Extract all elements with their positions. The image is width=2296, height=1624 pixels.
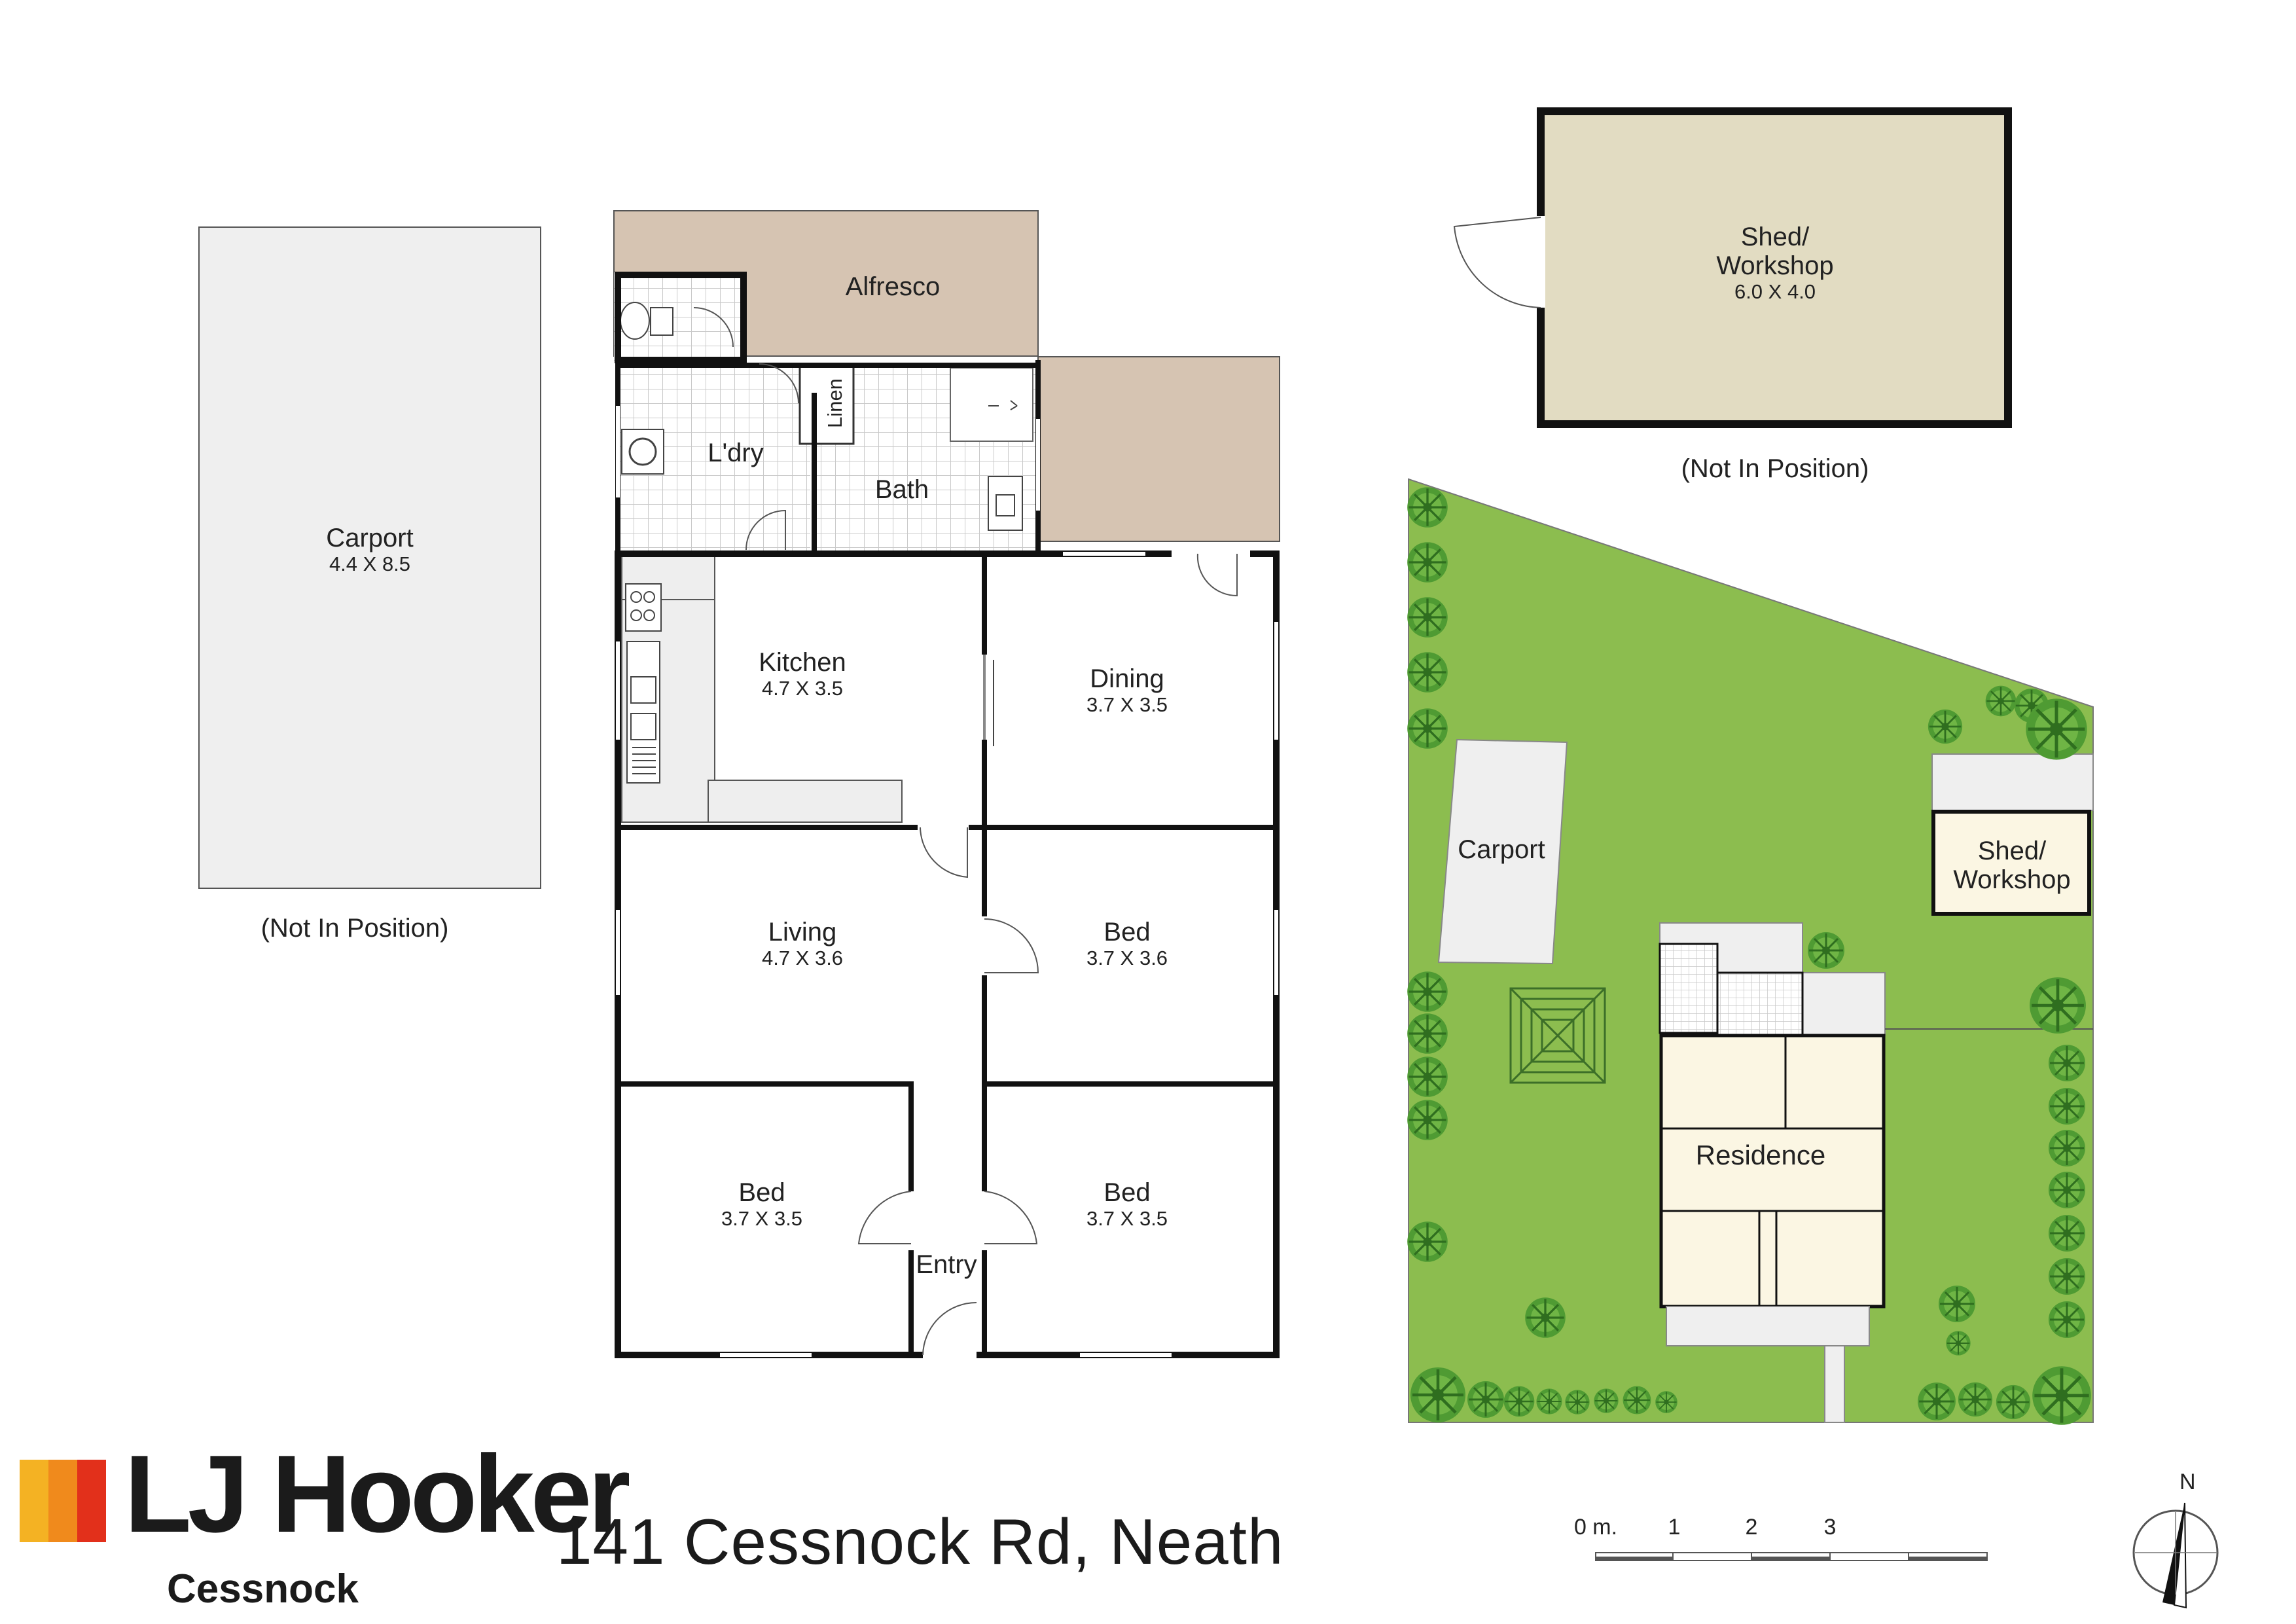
house-floor-plan: [613, 210, 1280, 1359]
scale-label-3: 3: [1823, 1515, 1837, 1540]
carport-plan-label: Carport 4.4 X 8.5: [326, 524, 414, 575]
shed-not-in-position-note: (Not In Position): [1681, 454, 1869, 483]
brand-logo-bars: [20, 1460, 106, 1542]
scale-bar: [1595, 1552, 1988, 1561]
outdoor-area-east: [1037, 356, 1280, 542]
bedroom-1-label: Bed 3.7 X 3.6: [1086, 918, 1168, 969]
carport-not-in-position-note: (Not In Position): [260, 914, 449, 943]
bedroom-2-label: Bed 3.7 X 3.5: [721, 1178, 803, 1230]
site-residence-label: Residence: [1695, 1140, 1826, 1170]
alfresco-label: Alfresco: [845, 272, 941, 301]
bedroom-3-label: Bed 3.7 X 3.5: [1086, 1178, 1168, 1230]
bath-label: Bath: [874, 475, 929, 504]
brand-name: LJ Hooker: [124, 1432, 631, 1555]
living-label: Living 4.7 X 3.6: [761, 918, 844, 969]
site-shed-label: Shed/ Workshop: [1953, 837, 2071, 894]
site-plan: [1406, 478, 2094, 1425]
dining-label: Dining 3.7 X 3.5: [1086, 664, 1168, 716]
entry-label: Entry: [916, 1250, 977, 1279]
scale-label-2: 2: [1745, 1515, 1758, 1540]
scale-label-0: 0 m.: [1573, 1515, 1618, 1540]
kitchen-label: Kitchen 4.7 X 3.5: [759, 648, 846, 700]
site-carport-label: Carport: [1458, 835, 1545, 864]
compass-rose: [2132, 1502, 2219, 1609]
site-carport-shape: [1437, 738, 1568, 965]
shed-plan-area: [1537, 107, 2012, 428]
property-address: 141 Cessnock Rd, Neath: [556, 1506, 1284, 1578]
carport-plan-area: [198, 226, 541, 889]
laundry-label: L'dry: [708, 439, 764, 467]
compass-north-label: N: [2179, 1470, 2196, 1494]
site-residence-shape: [1659, 1034, 1886, 1308]
site-shed-shape: [1931, 810, 2091, 916]
scale-label-1: 1: [1668, 1515, 1681, 1540]
brand-office: Cessnock: [167, 1566, 359, 1612]
shed-plan-label: Shed/ Workshop 6.0 X 4.0: [1716, 223, 1834, 303]
linen-label: Linen: [823, 378, 846, 428]
site-pergola: [1509, 987, 1606, 1084]
